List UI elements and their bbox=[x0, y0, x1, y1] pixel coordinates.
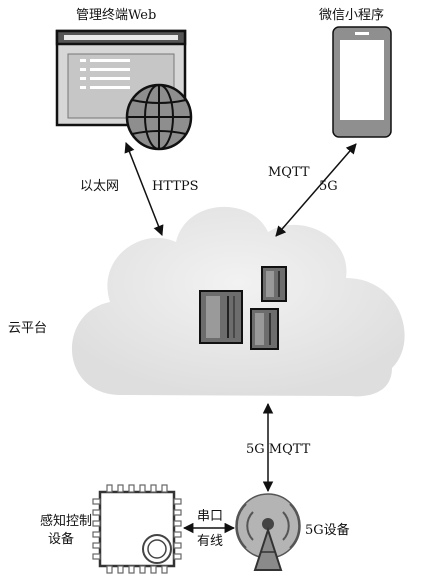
globe-icon bbox=[125, 83, 193, 151]
serial-label: 串口 bbox=[197, 509, 224, 524]
smartphone-icon bbox=[332, 26, 392, 138]
5g-label: 5G bbox=[319, 179, 338, 194]
web-terminal-label: 管理终端Web bbox=[76, 8, 157, 23]
sensor-label-line2: 设备 bbox=[48, 532, 75, 547]
arrow-web-cloud bbox=[124, 142, 164, 236]
5g-mqtt-label: 5G MQTT bbox=[246, 442, 311, 457]
5g-device-label: 5G设备 bbox=[305, 523, 350, 538]
arrow-mini-cloud bbox=[275, 143, 357, 237]
browser-window-icon bbox=[55, 29, 187, 127]
ethernet-label: 以太网 bbox=[80, 179, 120, 194]
wired-label: 有线 bbox=[197, 534, 224, 549]
chip-icon bbox=[92, 484, 182, 574]
antenna-tower-icon bbox=[235, 493, 301, 571]
sensor-label-line1: 感知控制 bbox=[40, 514, 93, 529]
mqtt-label: MQTT bbox=[268, 165, 310, 180]
cloud-platform-label: 云平台 bbox=[8, 321, 48, 336]
https-label: HTTPS bbox=[152, 179, 199, 194]
server-cluster-icon bbox=[199, 266, 287, 350]
mini-program-label: 微信小程序 bbox=[319, 8, 385, 23]
